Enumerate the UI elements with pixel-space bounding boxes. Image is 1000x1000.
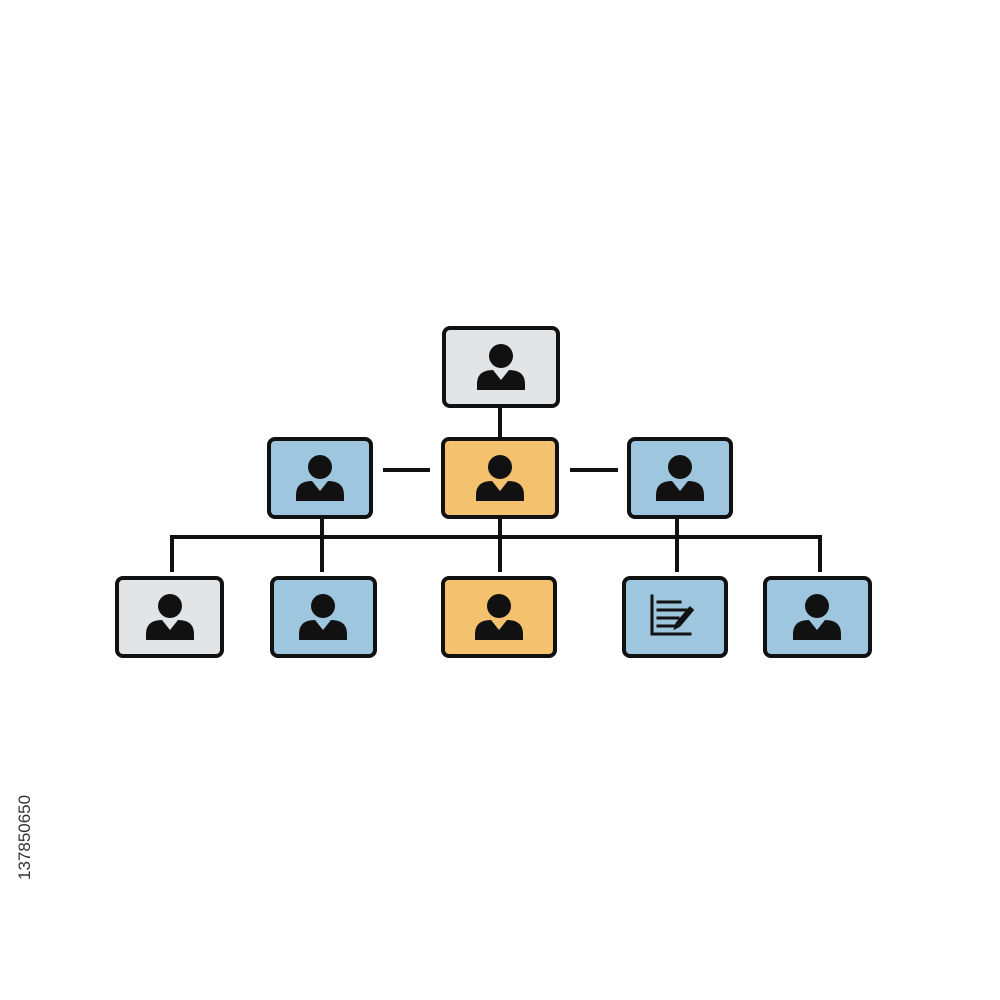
person-icon [793, 594, 841, 640]
person-icon [296, 455, 344, 501]
connectors [170, 407, 822, 572]
person-icon [477, 344, 525, 390]
person-icon [146, 594, 194, 640]
person-icon [475, 594, 523, 640]
person-icon [299, 594, 347, 640]
icons [146, 344, 841, 640]
connector-bottom-bus [170, 535, 822, 572]
person-icon [656, 455, 704, 501]
document-edit-icon [650, 594, 695, 636]
person-icon [476, 455, 524, 501]
